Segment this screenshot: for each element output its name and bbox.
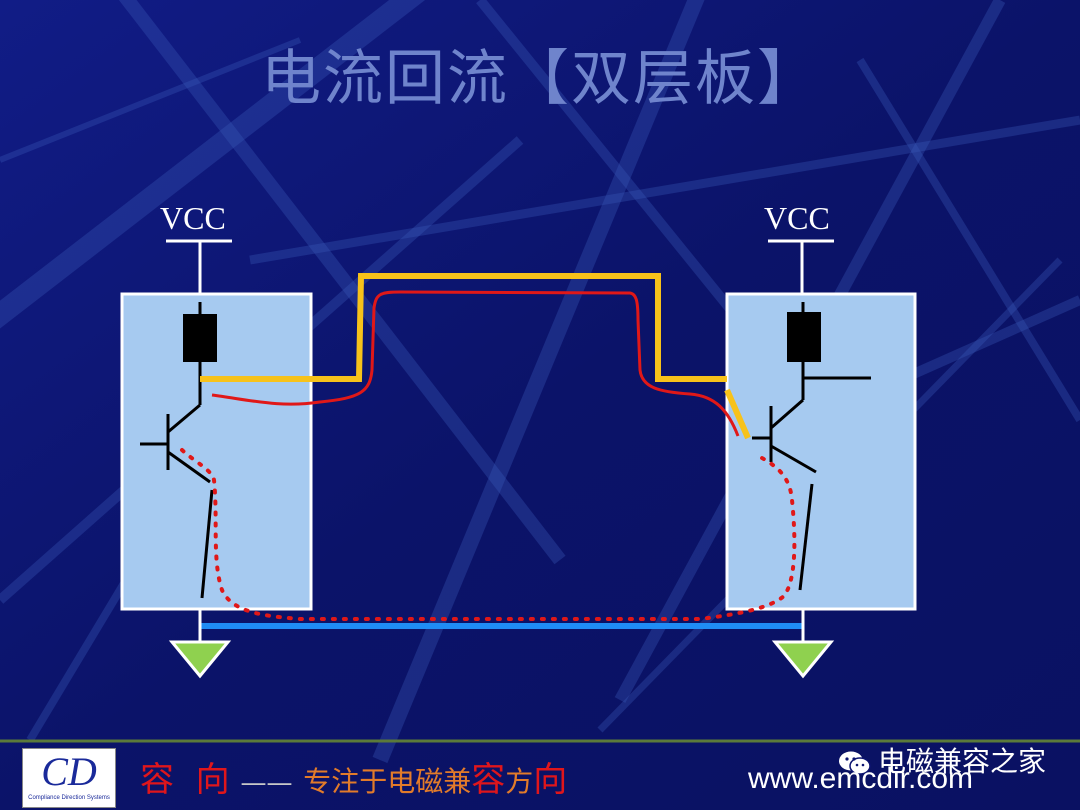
vcc-label-right: VCC xyxy=(764,200,830,236)
left-vcc-symbol xyxy=(166,239,232,294)
right-circuit xyxy=(752,302,871,591)
logo-subtitle: Compliance Direction Systems xyxy=(28,795,110,801)
slogan-word-6: 向 xyxy=(533,760,568,800)
wechat-watermark: 电磁兼容之家 xyxy=(838,740,1046,780)
slogan-word-5: 方 xyxy=(505,765,534,798)
right-resistor xyxy=(787,312,821,362)
ground-return-current-path xyxy=(180,448,797,621)
right-ground-symbol xyxy=(771,609,835,679)
wechat-account-name: 电磁兼容之家 xyxy=(878,745,1047,778)
company-logo: CD Compliance Direction Systems xyxy=(22,748,116,808)
right-vcc-symbol xyxy=(768,239,834,294)
left-circuit xyxy=(140,302,214,599)
slogan-word-1: 容 xyxy=(140,760,174,800)
slogan: 容 向 —— 专注于电磁兼容方向 xyxy=(140,752,567,801)
return-current-path xyxy=(211,290,740,437)
slogan-word-4: 容 xyxy=(471,760,506,800)
signal-trace xyxy=(200,273,751,440)
page-title: 电流回流【双层板】 xyxy=(261,44,819,114)
website-url: www.emcdir.com xyxy=(748,762,974,795)
wechat-icon xyxy=(839,751,871,775)
slogan-word-2: 向 xyxy=(195,760,230,800)
logo-letters: CD xyxy=(41,749,97,794)
slogan-word-3: 专注于电磁兼 xyxy=(303,765,472,798)
left-ground-symbol xyxy=(168,609,232,679)
vcc-label-left: VCC xyxy=(160,200,226,236)
left-resistor xyxy=(183,314,217,362)
slogan-dash: —— xyxy=(240,768,293,798)
